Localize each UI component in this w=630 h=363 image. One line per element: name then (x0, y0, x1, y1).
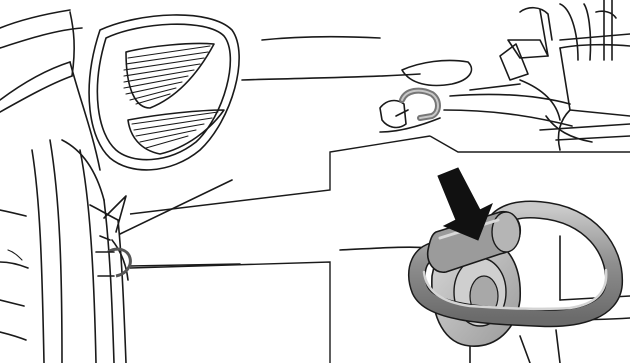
grille-slats-lower (128, 110, 224, 154)
grille-slats-upper (124, 43, 214, 108)
fog-lamp-grille (89, 15, 239, 170)
hook-location-view (242, 0, 630, 150)
tow-hook-detail (340, 206, 630, 363)
callout-lines (120, 136, 630, 363)
bumper-panel (0, 10, 128, 363)
